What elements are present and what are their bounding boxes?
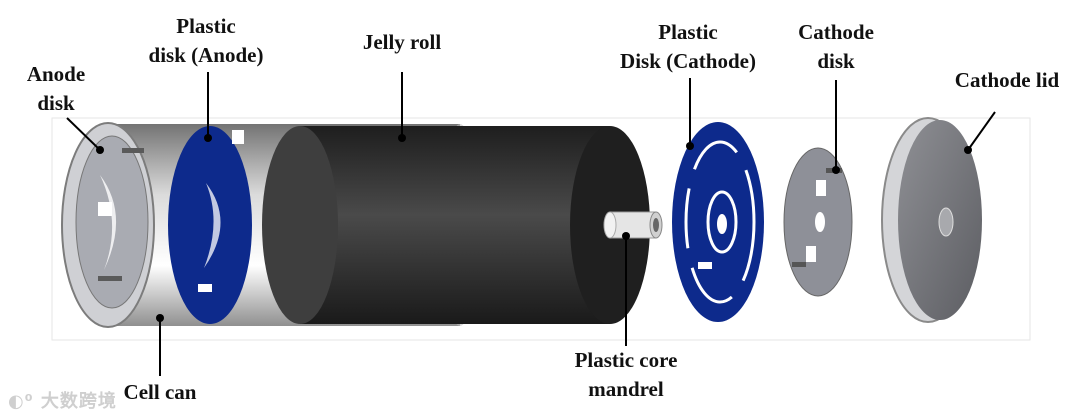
- frame: [51, 117, 1031, 341]
- cathode-lid: [881, 117, 982, 323]
- watermark-logo-icon: ◐⁰: [8, 391, 34, 412]
- leader-lines: [66, 72, 996, 376]
- cathode-disk: [783, 147, 853, 297]
- label-jelly-roll: Jelly roll: [362, 30, 442, 54]
- watermark: ◐⁰ 大数跨境: [8, 391, 117, 412]
- leader-dots: [96, 134, 972, 322]
- plastic-disk-anode: [168, 126, 252, 324]
- plastic-core-mandrel: [603, 211, 663, 239]
- label-cathode-lid: Cathode lid: [954, 68, 1060, 92]
- anode-disk: [61, 122, 155, 328]
- plastic-disk-cathode: [672, 122, 764, 322]
- jelly-roll: [262, 126, 663, 324]
- label-cell-can: Cell can: [123, 380, 197, 404]
